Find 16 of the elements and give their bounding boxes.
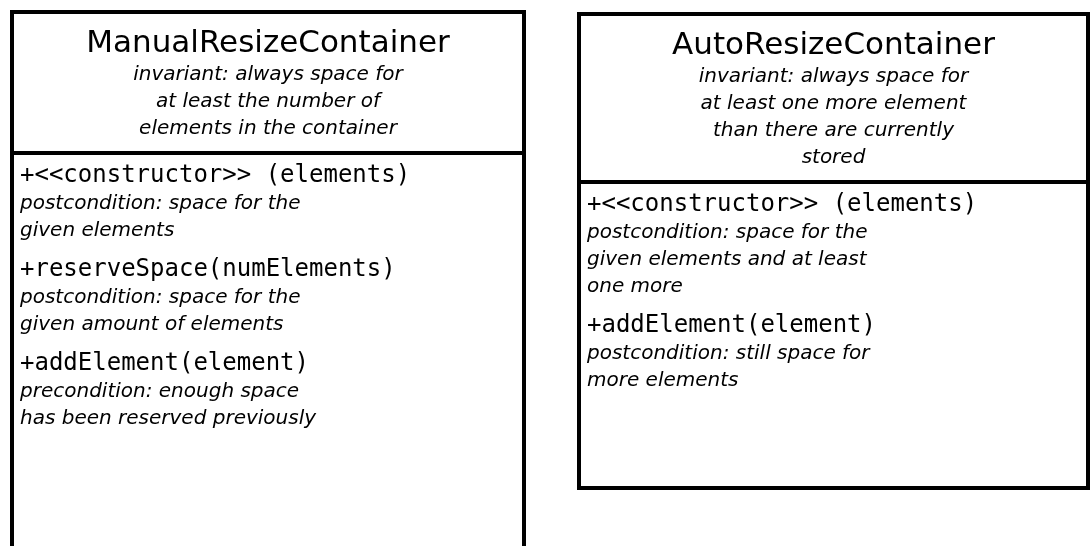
class-name: ManualResizeContainer — [86, 22, 450, 60]
condition-note: postcondition: space for the given elements and at least one more — [587, 218, 869, 299]
condition-note: postcondition: space for the given amount of elements — [20, 283, 302, 337]
invariant-note: invariant: always space for at least one more element than there are currently stored — [697, 62, 971, 170]
class-box — [577, 12, 1090, 490]
class-name: AutoResizeContainer — [672, 24, 995, 62]
method-signature: +reserveSpace(numElements) — [20, 253, 396, 283]
invariant-note: invariant: always space for at least the number of elements in the container — [132, 60, 405, 141]
condition-note: postcondition: space for the given elements — [20, 189, 302, 243]
method-signature: +<<constructor>> (elements) — [587, 188, 978, 218]
method-signature: +<<constructor>> (elements) — [20, 159, 411, 189]
condition-note: precondition: enough space has been reserved previously — [20, 377, 318, 431]
condition-note: postcondition: still space for more elements — [587, 339, 872, 393]
class-box — [10, 10, 526, 546]
method-signature: +addElement(element) — [20, 347, 309, 377]
method-signature: +addElement(element) — [587, 309, 876, 339]
